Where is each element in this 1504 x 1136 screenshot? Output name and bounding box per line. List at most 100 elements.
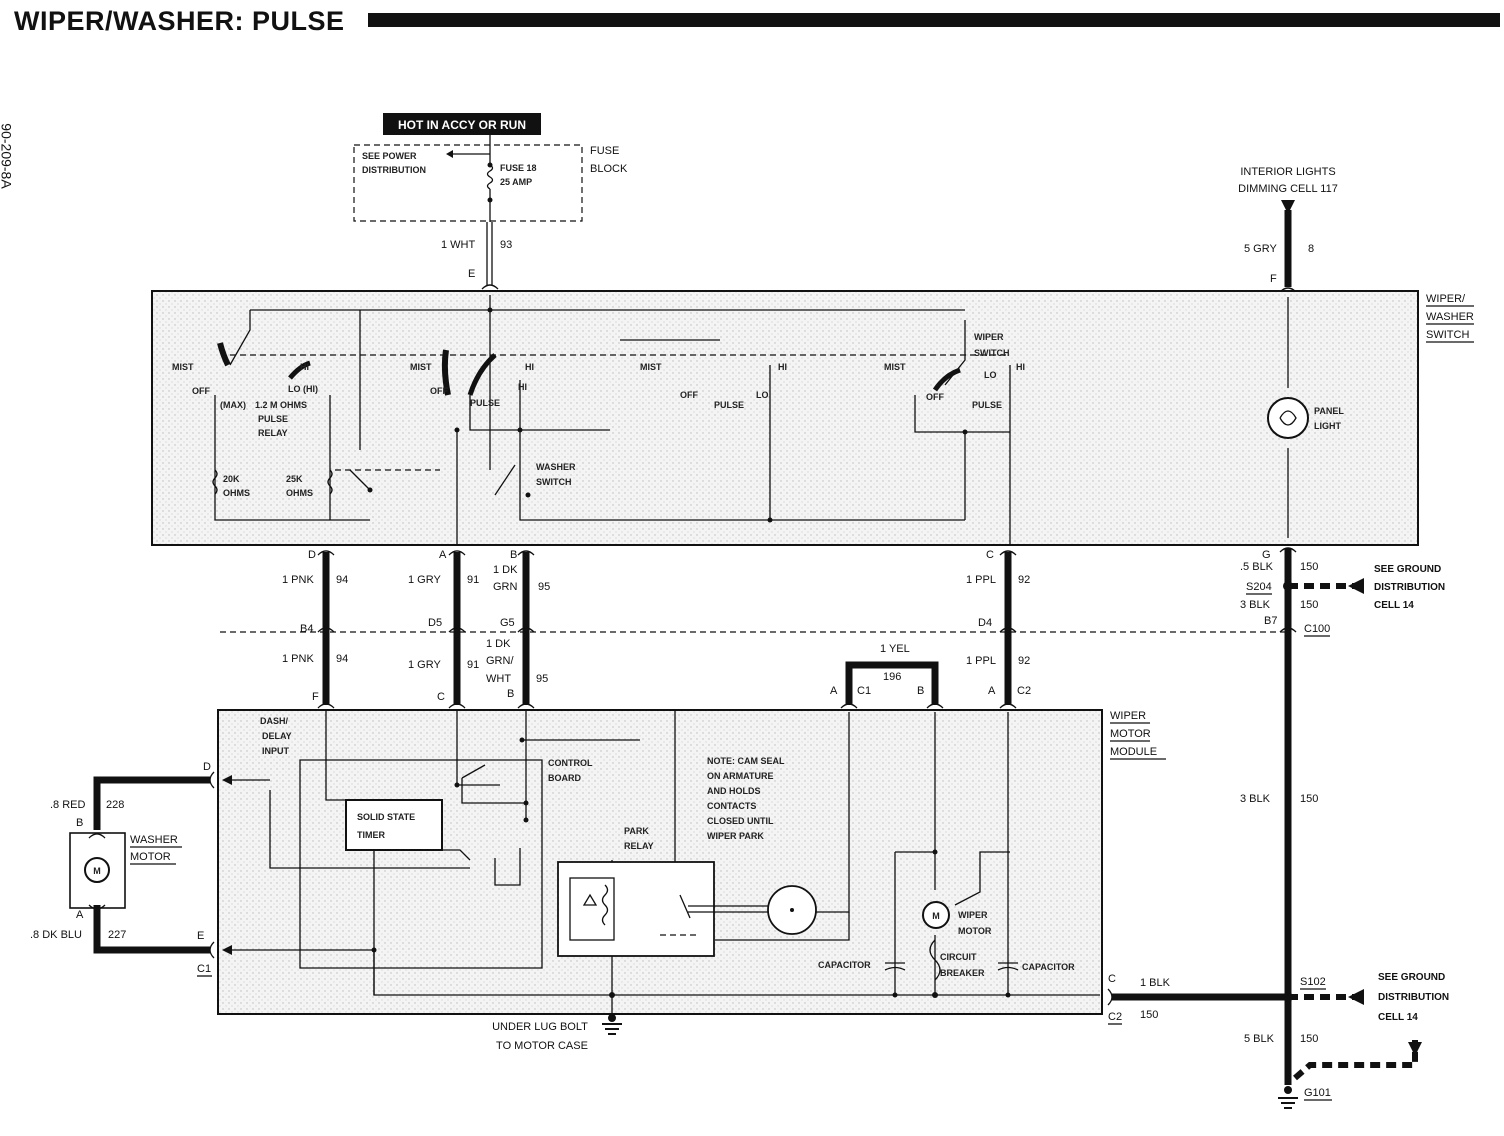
svg-text:A: A <box>439 549 447 561</box>
ground-circuit: G .5 BLK 150 S204 SEE GROUND DISTRIBUTIO… <box>1240 547 1449 1109</box>
svg-text:BOARD: BOARD <box>548 773 581 783</box>
svg-text:1 PNK: 1 PNK <box>282 653 314 665</box>
svg-text:CAPACITOR: CAPACITOR <box>1022 962 1075 972</box>
svg-text:D: D <box>308 549 316 561</box>
svg-text:SWITCH: SWITCH <box>974 348 1010 358</box>
svg-text:1 WHT: 1 WHT <box>441 239 476 251</box>
svg-text:SWITCH: SWITCH <box>1426 329 1469 341</box>
fuse-block: SEE POWER DISTRIBUTION FUSE 18 25 AMP FU… <box>353 135 628 222</box>
svg-text:F: F <box>312 691 319 703</box>
svg-text:1 PNK: 1 PNK <box>282 574 314 586</box>
svg-text:PANEL: PANEL <box>1314 406 1344 416</box>
svg-text:NOTE: CAM SEAL: NOTE: CAM SEAL <box>707 756 785 766</box>
svg-text:1 GRY: 1 GRY <box>408 659 441 671</box>
svg-text:MODULE: MODULE <box>1110 746 1157 758</box>
svg-text:GRN: GRN <box>493 581 518 593</box>
svg-text:OHMS: OHMS <box>223 488 250 498</box>
svg-text:E: E <box>468 268 475 280</box>
svg-text:C: C <box>986 549 994 561</box>
svg-text:OFF: OFF <box>192 386 210 396</box>
svg-text:92: 92 <box>1018 655 1030 667</box>
wire-wht-93: 1 WHT 93 E <box>441 222 512 290</box>
svg-text:B: B <box>76 817 83 829</box>
svg-text:1 GRY: 1 GRY <box>408 574 441 586</box>
svg-text:RELAY: RELAY <box>624 841 654 851</box>
svg-text:M: M <box>932 911 940 921</box>
svg-text:1 DK: 1 DK <box>493 564 518 576</box>
svg-text:WASHER: WASHER <box>1426 311 1474 323</box>
svg-text:G5: G5 <box>500 617 515 629</box>
svg-text:B: B <box>510 549 517 561</box>
diagram-title: WIPER/WASHER: PULSE <box>14 6 345 36</box>
svg-text:228: 228 <box>106 799 124 811</box>
svg-text:MOTOR: MOTOR <box>958 926 992 936</box>
svg-text:227: 227 <box>108 929 126 941</box>
svg-text:D: D <box>203 761 211 773</box>
wire-dkgrn-95: B 1 DK GRN 95 G5 1 DK GRN/ WHT 95 B <box>486 549 550 709</box>
svg-text:GRN/: GRN/ <box>486 655 514 667</box>
svg-text:A: A <box>76 909 84 921</box>
svg-text:8: 8 <box>1308 243 1314 255</box>
svg-text:LIGHT: LIGHT <box>1314 421 1341 431</box>
svg-text:SEE GROUND: SEE GROUND <box>1374 564 1441 575</box>
svg-text:25K: 25K <box>286 474 303 484</box>
svg-text:C: C <box>437 691 445 703</box>
svg-text:1 YEL: 1 YEL <box>880 643 910 655</box>
c100-connector-line: C100 <box>220 623 1330 637</box>
svg-text:92: 92 <box>1018 574 1030 586</box>
wire-yel-196: 1 YEL 196 A C1 B <box>830 643 944 709</box>
svg-text:C1: C1 <box>857 685 871 697</box>
svg-text:95: 95 <box>536 673 548 685</box>
svg-text:C2: C2 <box>1017 685 1031 697</box>
svg-text:A: A <box>988 685 996 697</box>
wire-pnk-94: D 1 PNK 94 B4 1 PNK 94 F <box>282 549 348 709</box>
svg-text:150: 150 <box>1300 1033 1318 1045</box>
svg-text:1 PPL: 1 PPL <box>966 655 996 667</box>
wiper-motor-module: WIPER MOTOR MODULE DASH/ DELAY INPUT <box>217 709 1166 1052</box>
svg-text:3 BLK: 3 BLK <box>1240 793 1271 805</box>
svg-text:CONTROL: CONTROL <box>548 758 593 768</box>
svg-text:(MAX): (MAX) <box>220 400 246 410</box>
svg-text:1 DK: 1 DK <box>486 638 511 650</box>
svg-text:SEE GROUND: SEE GROUND <box>1378 972 1445 983</box>
svg-text:FUSE: FUSE <box>590 145 619 157</box>
svg-text:HI: HI <box>778 362 787 372</box>
svg-text:B7: B7 <box>1264 615 1277 627</box>
svg-text:1 BLK: 1 BLK <box>1140 977 1171 989</box>
svg-text:91: 91 <box>467 574 479 586</box>
svg-text:DASH/: DASH/ <box>260 716 289 726</box>
svg-text:95: 95 <box>538 581 550 593</box>
svg-text:WIPER PARK: WIPER PARK <box>707 831 764 841</box>
svg-text:B4: B4 <box>300 623 313 635</box>
svg-text:HI: HI <box>1016 362 1025 372</box>
svg-text:CIRCUIT: CIRCUIT <box>940 952 977 962</box>
svg-text:.8 DK BLU: .8 DK BLU <box>30 929 82 941</box>
svg-text:A: A <box>830 685 838 697</box>
svg-text:196: 196 <box>883 671 901 683</box>
svg-text:CONTACTS: CONTACTS <box>707 801 756 811</box>
svg-text:DISTRIBUTION: DISTRIBUTION <box>1378 992 1449 1003</box>
svg-text:LO: LO <box>984 370 997 380</box>
svg-text:D5: D5 <box>428 617 442 629</box>
wire-blk-150: C 1 BLK C2 150 <box>1107 973 1288 1025</box>
svg-text:PULSE: PULSE <box>258 414 288 424</box>
svg-text:DISTRIBUTION: DISTRIBUTION <box>362 165 426 175</box>
svg-text:WASHER: WASHER <box>536 462 576 472</box>
svg-text:INPUT: INPUT <box>262 746 290 756</box>
svg-text:150: 150 <box>1300 561 1318 573</box>
svg-text:PULSE: PULSE <box>972 400 1002 410</box>
svg-text:RELAY: RELAY <box>258 428 288 438</box>
svg-text:PULSE: PULSE <box>714 400 744 410</box>
wire-gry-91: A 1 GRY 91 D5 1 GRY 91 C <box>408 549 479 709</box>
svg-text:C2: C2 <box>1108 1011 1122 1023</box>
svg-text:.5 BLK: .5 BLK <box>1240 561 1274 573</box>
svg-text:B: B <box>507 688 514 700</box>
washer-motor: D E C1 .8 RED 228 B M A .8 DK BLU 227 WA… <box>30 761 232 977</box>
wiper-washer-switch: WIPER/ WASHER SWITCH <box>151 290 1474 546</box>
svg-text:E: E <box>197 930 204 942</box>
svg-text:SOLID STATE: SOLID STATE <box>357 812 415 822</box>
svg-text:C: C <box>1108 973 1116 985</box>
svg-text:93: 93 <box>500 239 512 251</box>
svg-text:WHT: WHT <box>486 673 511 685</box>
svg-text:150: 150 <box>1300 793 1318 805</box>
